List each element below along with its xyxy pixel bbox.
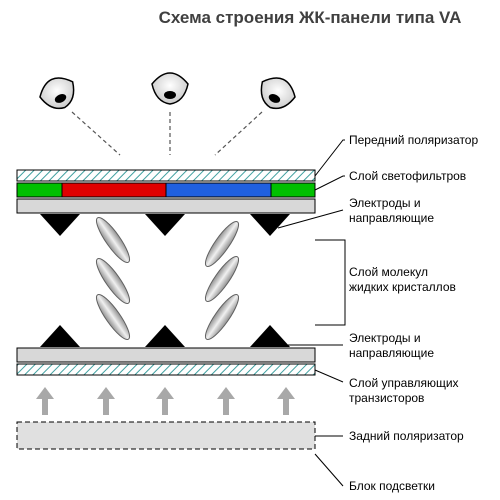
label-rear-polarizer: Задний поляризатор <box>349 429 464 443</box>
leader-lines <box>277 139 346 487</box>
label-front-polarizer: Передний поляризатор <box>349 133 478 147</box>
label-backlight: Блок подсветки <box>349 479 435 493</box>
bottom-guides <box>40 325 290 347</box>
top-guides <box>40 214 290 236</box>
label-lc-layer-1: Слой молекул <box>349 265 428 279</box>
label-transistor-2: транзисторов <box>349 391 424 405</box>
diagram-title: Схема строения ЖК-панели типа VA <box>159 8 462 27</box>
eye-icon <box>151 72 189 105</box>
label-electrodes-bottom-1: Электроды и <box>349 331 421 345</box>
backlight-arrows <box>36 387 295 415</box>
transistor-layer <box>16 363 316 376</box>
eye-icon <box>260 77 296 110</box>
label-electrodes-top-2: направляющие <box>349 211 434 225</box>
sight-lines <box>71 111 263 156</box>
bottom-electrode-plate <box>16 347 316 363</box>
label-lc-layer-2: жидких кристаллов <box>349 280 456 294</box>
label-electrodes-top-1: Электроды и <box>349 196 421 210</box>
rear-polarizer-layer <box>16 421 316 450</box>
eye-icon <box>39 77 75 110</box>
label-electrodes-bottom-2: направляющие <box>349 346 434 360</box>
front-polarizer-layer <box>16 169 316 182</box>
label-transistor-1: Слой управляющих <box>349 376 459 390</box>
label-color-filter: Слой светофильтров <box>349 169 466 183</box>
top-electrode-plate <box>16 198 316 214</box>
liquid-crystal-molecules <box>95 217 240 340</box>
color-filter-layer <box>16 182 316 198</box>
